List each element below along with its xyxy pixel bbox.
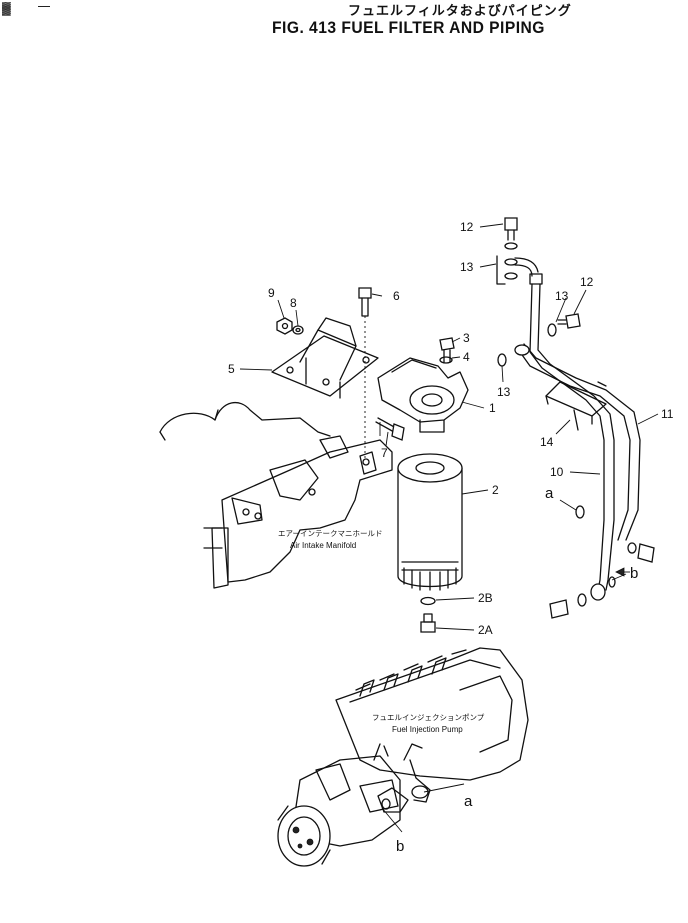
- gasket-part-13-top: [496, 242, 518, 285]
- leader-lines: [239, 223, 659, 833]
- bolt-part-7: [375, 417, 405, 441]
- fitting-lower-right: [549, 542, 655, 619]
- callout-10: 10: [550, 465, 564, 479]
- callout-2: 2: [492, 483, 499, 497]
- callout-14: 14: [540, 435, 554, 449]
- washer-part-4: [439, 356, 453, 364]
- banjo-bolt-part-12-right: [557, 313, 581, 329]
- figure-title: FIG. 413 FUEL FILTER AND PIPING: [272, 18, 545, 37]
- gasket-a-right: [575, 505, 585, 519]
- gasket-part-13-mid: [497, 353, 507, 367]
- arrow-icons: [615, 567, 630, 577]
- callout-4: 4: [463, 350, 470, 364]
- callout-13-mid: 13: [497, 385, 511, 399]
- callout-11: 11: [661, 407, 674, 421]
- callout-a-bottom: a: [464, 793, 473, 810]
- callout-3: 3: [463, 331, 470, 345]
- banjo-bolt-part-12-top: [504, 217, 518, 241]
- callout-13-right: 13: [555, 289, 569, 303]
- divider: [38, 6, 50, 7]
- callout-b-bottom: b: [396, 838, 404, 855]
- engine-block: [159, 401, 331, 441]
- callout-1: 1: [489, 401, 496, 415]
- callout-12-top: 12: [460, 220, 474, 234]
- callout-8: 8: [290, 296, 297, 310]
- nut-part-9: [276, 317, 293, 335]
- fuel-injection-pump-jp-label: フュエルインジェクションポンプ: [372, 713, 485, 722]
- callout-7: 7: [381, 446, 388, 460]
- callout-2b: 2B: [478, 591, 493, 605]
- callout-a-right: a: [545, 485, 554, 502]
- bracket-part-5: [271, 317, 379, 399]
- air-intake-manifold-jp-label: エアーインテークマニホールド: [278, 529, 383, 538]
- air-intake-manifold-en-label: Air Intake Manifold: [290, 541, 356, 550]
- callout-9: 9: [268, 286, 275, 300]
- header: ▓ フュエルフィルタおよびパイピング FIG. 413 FUEL FILTER …: [0, 0, 688, 45]
- bolt-part-3: [439, 337, 455, 363]
- fuel-pipe-part-11: [519, 343, 641, 541]
- callout-5: 5: [228, 362, 235, 376]
- air-intake-manifold: [203, 435, 393, 589]
- callout-2a: 2A: [478, 623, 493, 637]
- callout-6: 6: [393, 289, 400, 303]
- washer-part-2b: [420, 596, 436, 606]
- title-japanese: フュエルフィルタおよびパイピング: [348, 4, 572, 19]
- gasket-part-13-right: [547, 323, 557, 337]
- bolt-part-6: [358, 287, 372, 460]
- drain-plug-part-2a: [420, 613, 436, 633]
- scan-artifact-icon: ▓: [2, 1, 11, 15]
- fuel-filter-part-2: [397, 453, 463, 591]
- fuel-injection-pump-en-label: Fuel Injection Pump: [392, 725, 463, 734]
- fuel-hose-top: [514, 257, 543, 285]
- callout-13-top: 13: [460, 260, 474, 274]
- filter-head-part-1: [377, 357, 469, 433]
- callout-b-right: b: [630, 565, 638, 582]
- washer-part-8: [292, 325, 304, 335]
- pipe-clamp-part-14: [545, 381, 607, 431]
- callout-labels: 12 13 9 8 6 5 3 4 13 1 7 2 2B 2A 13 12 1…: [228, 220, 674, 855]
- pipe-eye-upper: [514, 344, 530, 356]
- fuel-injection-pump: [277, 647, 529, 867]
- fuel-pipe-part-10: [529, 283, 615, 591]
- part-annotations: エアーインテークマニホールド Air Intake Manifold フュエルイ…: [278, 529, 485, 734]
- callout-12-right: 12: [580, 275, 594, 289]
